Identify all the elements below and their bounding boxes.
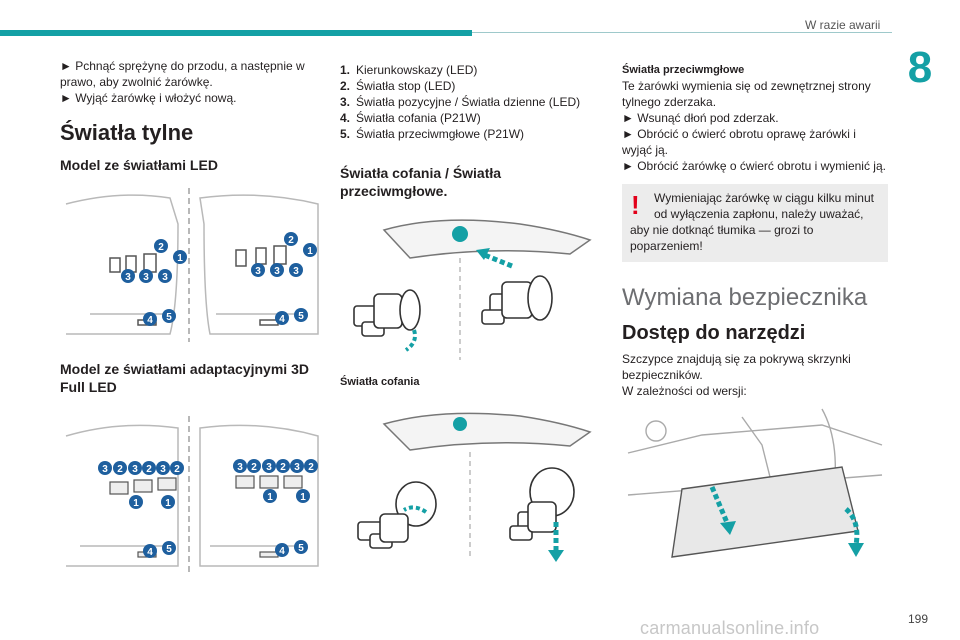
- svg-text:2: 2: [280, 462, 286, 473]
- list-item: 5.Światła przeciwmgłowe (P21W): [340, 127, 525, 141]
- list-item: 3.Światła pozycyjne / Światła dzienne (L…: [340, 95, 581, 109]
- list-item: 2.Światła stop (LED): [340, 79, 456, 93]
- svg-text:1: 1: [267, 492, 273, 503]
- watermark: carmanualsonline.info: [640, 618, 820, 638]
- svg-text:2: 2: [251, 462, 257, 473]
- svg-text:1: 1: [133, 498, 139, 509]
- svg-text:1: 1: [177, 253, 183, 264]
- svg-text:3: 3: [294, 462, 300, 473]
- svg-text:3: 3: [266, 462, 272, 473]
- svg-text:3: 3: [125, 272, 131, 283]
- column-middle: 1.Kierunkowskazy (LED) 2.Światła stop (L…: [340, 62, 602, 564]
- tools-access-heading: Dostęp do narzędzi: [622, 322, 806, 344]
- section-title-rear-lights: Światła tylne: [60, 120, 194, 145]
- chapter-number: 8: [907, 43, 933, 92]
- step: ► Obrócić o ćwierć obrotu oprawę żarówki…: [622, 127, 856, 157]
- svg-text:3: 3: [237, 462, 243, 473]
- svg-text:3: 3: [255, 266, 261, 277]
- header-accent-bar: [0, 30, 472, 36]
- svg-text:4: 4: [279, 546, 285, 557]
- svg-text:4: 4: [147, 547, 153, 558]
- svg-text:2: 2: [288, 235, 294, 246]
- reverse-fog-heading: Światła cofania / Światła przeciwmgłowe.: [340, 165, 502, 199]
- svg-text:3: 3: [274, 266, 280, 277]
- svg-text:4: 4: [279, 314, 285, 325]
- svg-text:1: 1: [307, 246, 313, 257]
- svg-text:3: 3: [160, 464, 166, 475]
- paragraph: Te żarówki wymienia się od zewnętrznej s…: [622, 79, 871, 109]
- page-number: 199: [908, 612, 929, 626]
- paragraph: Szczypce znajdują się za pokrywą skrzynk…: [622, 352, 851, 382]
- intro-line-2: ► Wyjąć żarówkę i włożyć nową.: [60, 91, 237, 105]
- svg-text:4: 4: [147, 315, 153, 326]
- paragraph: W zależności od wersji:: [622, 384, 747, 398]
- svg-text:5: 5: [298, 543, 304, 554]
- svg-text:2: 2: [308, 462, 314, 473]
- svg-text:3: 3: [293, 266, 299, 277]
- list-item: 1.Kierunkowskazy (LED): [340, 63, 478, 77]
- svg-text:2: 2: [117, 464, 123, 475]
- fog-light-bulb-figure: [340, 394, 602, 564]
- adaptive-model-heading: Model ze światłami adaptacyjnymi 3D Full…: [60, 361, 309, 395]
- list-item: 4.Światła cofania (P21W): [340, 111, 481, 125]
- column-right: Światła przeciwmgłowe Te żarówki wymieni…: [622, 62, 888, 575]
- reverse-light-caption: Światła cofania: [340, 376, 420, 388]
- warning-box: ! Wymieniając żarówkę w ciągu kilku minu…: [622, 184, 888, 262]
- led-model-heading: Model ze światłami LED: [60, 157, 218, 173]
- column-left: ► Pchnąć sprężynę do przodu, a następnie…: [60, 58, 322, 576]
- step: ► Obrócić żarówkę o ćwierć obrotu i wymi…: [622, 159, 886, 173]
- svg-text:1: 1: [165, 498, 171, 509]
- warning-icon: !: [631, 190, 640, 220]
- svg-text:1: 1: [300, 492, 306, 503]
- running-title: W razie awarii: [805, 18, 881, 32]
- led-rear-lights-figure: 2 1 3 3 3 4 5 2 1 3 3 3 4 5: [60, 184, 322, 344]
- step: ► Wsunąć dłoń pod zderzak.: [622, 111, 779, 125]
- svg-text:2: 2: [146, 464, 152, 475]
- svg-text:2: 2: [158, 242, 164, 253]
- svg-text:5: 5: [166, 312, 172, 323]
- warning-text-cont: aby nie dotknąć tłumika — grozi to popar…: [630, 223, 814, 253]
- fog-lights-subtitle: Światła przeciwmgłowe: [622, 64, 745, 76]
- intro-line-1: ► Pchnąć sprężynę do przodu, a następnie…: [60, 59, 305, 89]
- warning-text: Wymieniając żarówkę w ciągu kilku minut …: [654, 191, 874, 221]
- lamp-list: 1.Kierunkowskazy (LED) 2.Światła stop (L…: [340, 62, 602, 142]
- fuse-box-cover-figure: [622, 405, 884, 575]
- svg-text:3: 3: [162, 272, 168, 283]
- reverse-light-bulb-figure: [340, 210, 602, 370]
- svg-text:5: 5: [298, 311, 304, 322]
- svg-text:2: 2: [174, 464, 180, 475]
- svg-text:3: 3: [143, 272, 149, 283]
- header-rule: [472, 32, 892, 33]
- svg-text:5: 5: [166, 544, 172, 555]
- section-title-fuse: Wymiana bezpiecznika: [622, 284, 868, 311]
- svg-text:3: 3: [132, 464, 138, 475]
- svg-text:3: 3: [102, 464, 108, 475]
